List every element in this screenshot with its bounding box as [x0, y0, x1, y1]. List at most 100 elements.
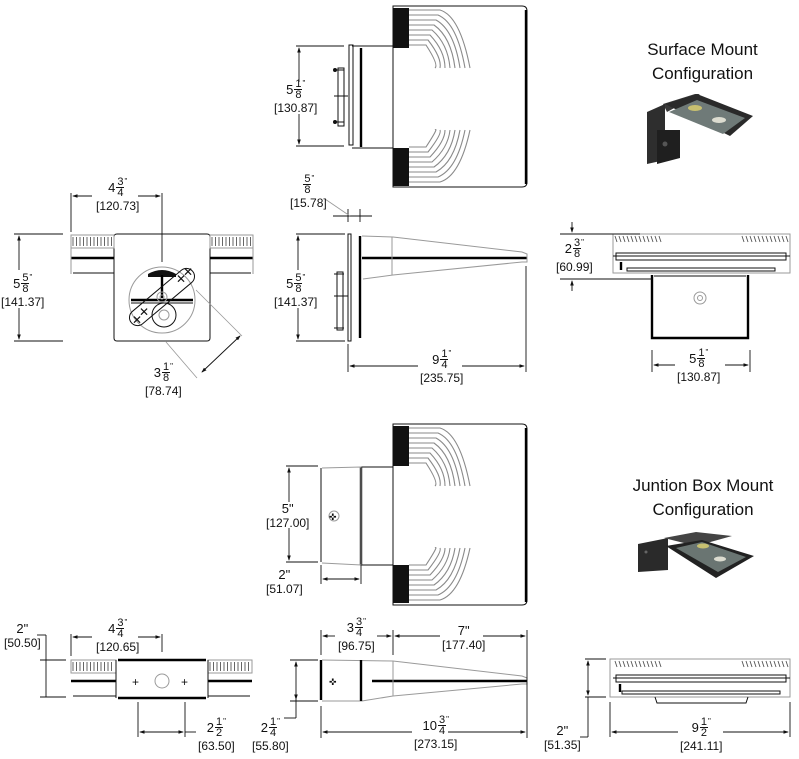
inches-whole: 9 — [691, 720, 699, 735]
inches-whole: 5 — [13, 276, 21, 291]
inches-whole: 9 — [432, 352, 440, 367]
inch-mark: " — [223, 717, 226, 726]
fraction-denominator: 8 — [573, 248, 581, 260]
inch-mark: " — [708, 717, 711, 726]
inches-whole: 4 — [108, 180, 116, 195]
junction-box-top-view: ✜ — [286, 423, 528, 606]
svg-text:+: + — [181, 675, 188, 689]
junction-box-rear-view — [580, 658, 791, 738]
inch-mark: " — [705, 348, 709, 357]
svg-text:✜: ✜ — [329, 677, 337, 687]
title-line-2: Configuration — [651, 64, 754, 83]
fraction-numerator: 1 — [699, 716, 708, 728]
dimension-millimeters: [127.00] — [266, 516, 310, 530]
inch-mark: " — [124, 618, 128, 627]
dimension-millimeters: [15.78] — [290, 196, 327, 210]
dimension-label-box-depth: 2"[51.07] — [266, 568, 303, 595]
dimension-millimeters: [96.75] — [338, 639, 375, 653]
inch-mark: " — [124, 177, 128, 186]
svg-text:✕: ✕ — [183, 265, 193, 279]
inches-whole: 4 — [108, 621, 116, 636]
fraction-numerator: 5 — [21, 272, 30, 284]
fraction-numerator: 3 — [572, 237, 582, 249]
title-line-1: Juntion Box Mount — [632, 476, 774, 495]
dimension-inches: 2" — [16, 622, 28, 635]
fraction-numerator: 3 — [354, 616, 364, 628]
surface-mount-fixture-photo — [647, 94, 753, 164]
dimension-millimeters: [51.07] — [266, 582, 303, 596]
dimension-millimeters: [60.99] — [556, 260, 593, 274]
cooling-fins — [614, 235, 789, 243]
svg-text:✕: ✕ — [176, 272, 186, 286]
svg-text:✜: ✜ — [329, 512, 337, 522]
dimension-millimeters: [78.74] — [145, 384, 182, 398]
dimension-inches: 2" — [556, 724, 568, 737]
inches-whole: 2 — [260, 720, 268, 735]
dimension-millimeters: [130.87] — [274, 101, 318, 115]
inches-whole: 5 — [689, 351, 697, 366]
dimension-millimeters: [130.87] — [677, 370, 721, 384]
inches-whole: 2 — [564, 241, 572, 256]
dimension-millimeters: [120.65] — [96, 640, 140, 654]
dimension-millimeters: [50.50] — [4, 636, 41, 650]
inches-whole: 2" — [16, 621, 29, 636]
fraction-numerator: 1 — [268, 716, 278, 728]
fraction-denominator: 4 — [438, 725, 446, 737]
junction-box-side-view: ✜ — [284, 630, 528, 738]
fraction-denominator: 8 — [22, 283, 29, 295]
inches-whole: 5 — [286, 82, 294, 97]
dimension-millimeters: [177.40] — [442, 638, 486, 652]
inch-mark: " — [446, 715, 449, 724]
surface-mount-side-view — [296, 198, 528, 372]
dimension-millimeters: [273.15] — [414, 737, 458, 751]
cooling-fins — [409, 9, 471, 183]
dimension-label-jb-arm-length: 7"[177.40] — [442, 624, 485, 651]
fraction-numerator: 1 — [214, 716, 224, 728]
fraction-denominator: 4 — [269, 727, 277, 739]
fraction-numerator: 3 — [437, 714, 447, 726]
dimension-millimeters: [141.37] — [1, 295, 45, 309]
inches-whole: 7" — [457, 623, 470, 638]
inch-mark: " — [581, 238, 584, 247]
title-line-2: Configuration — [652, 500, 754, 519]
inch-mark: " — [302, 79, 306, 88]
inches-whole: 2" — [556, 723, 569, 738]
dimension-millimeters: [141.37] — [274, 295, 318, 309]
inch-mark: " — [29, 273, 33, 282]
fraction-denominator: 8 — [295, 283, 302, 295]
inch-mark: " — [302, 273, 306, 282]
fraction-denominator: 2 — [215, 727, 223, 739]
fraction-denominator: 4 — [355, 627, 363, 639]
inch-mark: " — [311, 174, 315, 183]
dimension-millimeters: [241.11] — [680, 739, 723, 753]
fraction-denominator: 2 — [700, 727, 707, 739]
inch-mark: " — [277, 717, 280, 726]
